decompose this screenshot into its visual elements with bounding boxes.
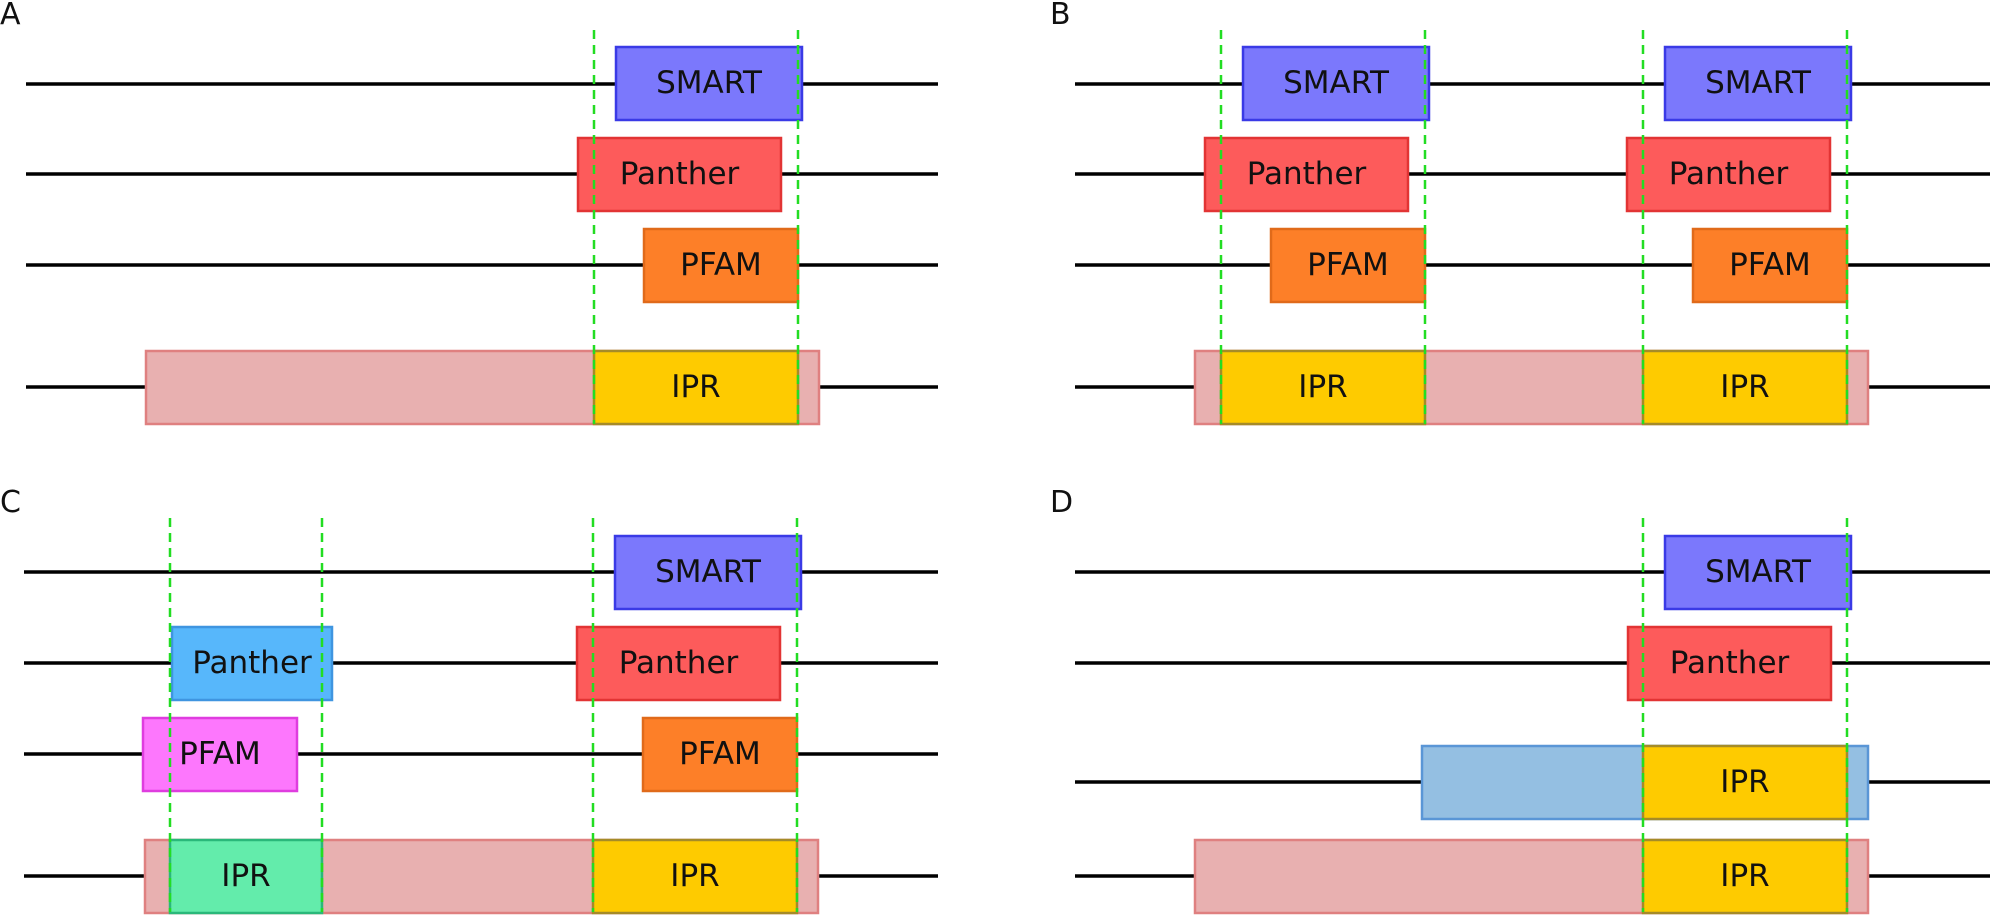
panel-d-ipr-box-6: IPR [1641, 838, 1849, 915]
panel-c-ipr-label-8: IPR [670, 858, 719, 894]
panel-c-pfam-alt-label-4: PFAM [179, 736, 261, 772]
panel-c-smart-box-1: SMART [613, 534, 803, 611]
panel-b-pfam-label-6: PFAM [1729, 247, 1811, 283]
panel-d-ipr-label-4: IPR [1720, 764, 1769, 800]
panel-b-ipr-rect-8 [1219, 349, 1427, 426]
panel-a-panther-label-2: Panther [620, 156, 740, 192]
panel-a-panther-rect-2 [576, 136, 783, 213]
panel-b-smart-label-2: SMART [1705, 65, 1812, 101]
panel-b-panther-label-3: Panther [1247, 156, 1367, 192]
panel-c-panther-box-3: Panther [575, 625, 782, 702]
panel-b-panther-rect-4 [1625, 136, 1832, 213]
panel-d-smart-rect-1 [1663, 534, 1853, 611]
panel-c-panther-alt-rect-2 [170, 625, 334, 702]
panel-c-ipr-alt-rect-7 [168, 838, 324, 915]
panel-b-smart-label-1: SMART [1283, 65, 1390, 101]
panel-d-panther-box-2: Panther [1626, 625, 1833, 702]
panel-b-smart-rect-2 [1663, 45, 1853, 122]
panel-b-ipr-rect-9 [1641, 349, 1849, 426]
panel-a-pfam-label-3: PFAM [680, 247, 762, 283]
panel-c-ipr-alt-box-7: IPR [168, 838, 324, 915]
guide-lines [168, 30, 1849, 912]
panel-b-pfam-box-5: PFAM [1269, 227, 1427, 304]
panel-a-smart-rect-1 [614, 45, 804, 122]
panel-b-panther-rect-3 [1203, 136, 1410, 213]
panel-c-ipr-box-8: IPR [591, 838, 799, 915]
panel-c-ipr-alt-label-7: IPR [221, 858, 270, 894]
panel-b-panther-box-3: Panther [1203, 136, 1410, 213]
panel-b-ipr-box-9: IPR [1641, 349, 1849, 426]
panel-c-smart-rect-1 [613, 534, 803, 611]
panel-a-ipr-label-5: IPR [671, 369, 720, 405]
panel-b-ipr-box-8: IPR [1219, 349, 1427, 426]
panel-c-panther-rect-3 [575, 625, 782, 702]
panel-b-pfam-box-6: PFAM [1691, 227, 1849, 304]
panel-c-pfam-box-5: PFAM [641, 716, 799, 793]
panel-c-pfam-alt-box-4: PFAM [141, 716, 299, 793]
panel-d-ipr-box-4: IPR [1641, 744, 1849, 821]
panel-a-smart-box-1: SMART [614, 45, 804, 122]
panel-d-smart-label-1: SMART [1705, 554, 1812, 590]
panel-d-panther-rect-2 [1626, 625, 1833, 702]
panel-letter-b: B [1050, 0, 1071, 32]
panel-c-panther-alt-label-2: Panther [192, 645, 312, 681]
panel-a-smart-label-1: SMART [656, 65, 763, 101]
panel-letter-a: A [0, 0, 21, 32]
panel-b-panther-box-4: Panther [1625, 136, 1832, 213]
panel-a-ipr-rect-5 [592, 349, 800, 426]
panel-letters: A B C D [0, 0, 1073, 520]
panel-b-smart-rect-1 [1241, 45, 1431, 122]
panel-b-smart-box-1: SMART [1241, 45, 1431, 122]
panel-c-ipr-rect-8 [591, 838, 799, 915]
panel-a-panther-box-2: Panther [576, 136, 783, 213]
panel-b-panther-label-4: Panther [1669, 156, 1789, 192]
panel-b-pfam-rect-6 [1691, 227, 1849, 304]
panel-c-pfam-rect-5 [641, 716, 799, 793]
panel-c-smart-label-1: SMART [655, 554, 762, 590]
panel-d-panther-label-2: Panther [1670, 645, 1790, 681]
panel-d-ipr-rect-6 [1641, 838, 1849, 915]
panel-b-pfam-rect-5 [1269, 227, 1427, 304]
panel-a-ipr-box-5: IPR [592, 349, 800, 426]
panel-letter-d: D [1050, 485, 1073, 520]
panel-d-smart-box-1: SMART [1663, 534, 1853, 611]
panel-letter-c: C [0, 485, 21, 520]
panel-d-ipr-label-6: IPR [1720, 858, 1769, 894]
panel-b-ipr-label-9: IPR [1720, 369, 1769, 405]
panel-b-ipr-label-8: IPR [1298, 369, 1347, 405]
panel-a-pfam-rect-3 [642, 227, 800, 304]
panel-a-pfam-box-3: PFAM [642, 227, 800, 304]
panel-c-pfam-label-5: PFAM [679, 736, 761, 772]
panel-b-smart-box-2: SMART [1663, 45, 1853, 122]
panel-c-panther-label-3: Panther [619, 645, 739, 681]
panel-b-pfam-label-5: PFAM [1307, 247, 1389, 283]
panel-c-pfam-alt-rect-4 [141, 716, 299, 793]
panel-d-ipr-rect-4 [1641, 744, 1849, 821]
panel-c-panther-alt-box-2: Panther [170, 625, 334, 702]
